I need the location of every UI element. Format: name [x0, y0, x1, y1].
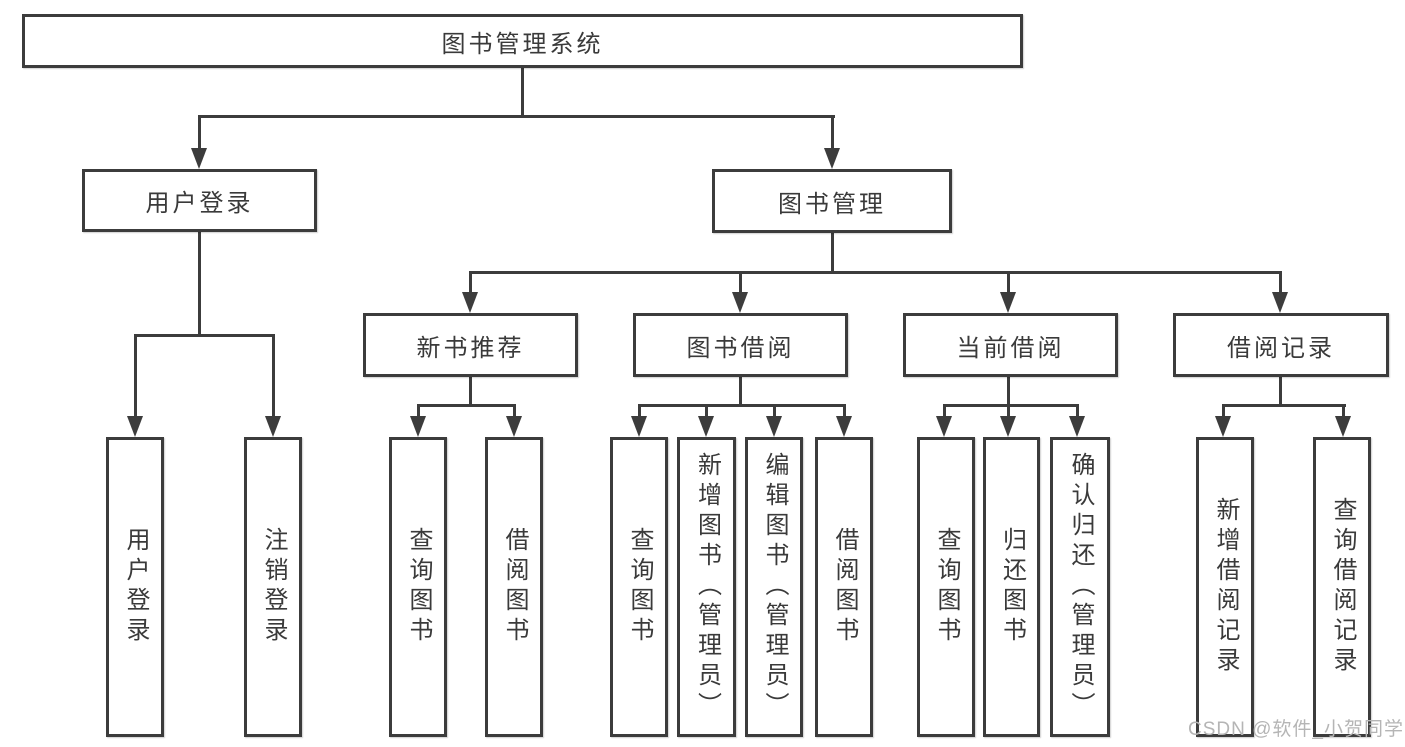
node-label: 新增图书（管理员）	[693, 452, 721, 722]
node-leaf-query-books-borrow: 查询图书	[610, 437, 668, 737]
node-new-book-recommend: 新书推荐	[363, 313, 578, 377]
node-leaf-confirm-return-admin: 确认归还（管理员）	[1050, 437, 1110, 737]
arrowhead-down-icon	[127, 416, 143, 437]
connector-line	[1007, 271, 1010, 294]
node-label: 查询图书	[933, 527, 960, 647]
node-leaf-return-book: 归还图书	[983, 437, 1040, 737]
node-label: 查询图书	[405, 527, 432, 647]
connector-line	[272, 334, 275, 418]
connector-line	[469, 271, 472, 294]
connector-line	[469, 376, 472, 406]
arrowhead-down-icon	[936, 416, 952, 437]
node-label: 注销登录	[260, 527, 287, 647]
connector-line	[705, 404, 708, 417]
connector-line	[198, 230, 201, 337]
node-label: 查询图书	[626, 527, 653, 647]
node-label: 图书借阅	[686, 334, 795, 362]
connector-line	[134, 334, 275, 337]
node-user-login: 用户登录	[82, 169, 317, 232]
arrowhead-down-icon	[1069, 416, 1085, 437]
node-leaf-add-book-admin: 新增图书（管理员）	[677, 437, 736, 737]
node-label: 用户登录	[145, 190, 254, 217]
node-library-system: 图书管理系统	[22, 14, 1023, 68]
node-leaf-edit-book-admin: 编辑图书（管理员）	[745, 437, 803, 737]
node-label: 确认归还（管理员）	[1067, 452, 1094, 722]
arrowhead-down-icon	[506, 416, 522, 437]
connector-line	[638, 404, 846, 407]
arrowhead-down-icon	[1000, 416, 1016, 437]
node-book-borrow: 图书借阅	[633, 313, 848, 377]
node-leaf-borrow-books-recommend: 借阅图书	[485, 437, 543, 737]
node-leaf-add-borrow-record: 新增借阅记录	[1196, 437, 1254, 737]
connector-line	[1222, 404, 1225, 417]
node-leaf-user-login: 用户登录	[106, 437, 164, 737]
connector-line	[638, 404, 641, 417]
connector-line	[1342, 404, 1345, 417]
arrowhead-down-icon	[410, 416, 426, 437]
arrowhead-down-icon	[191, 148, 207, 169]
connector-line	[198, 115, 835, 118]
node-label: 借阅图书	[831, 527, 858, 647]
connector-line	[417, 404, 516, 407]
connector-line	[1279, 376, 1282, 406]
arrowhead-down-icon	[462, 292, 478, 313]
connector-line	[469, 271, 1282, 274]
connector-line	[198, 115, 201, 150]
node-leaf-query-books-recommend: 查询图书	[389, 437, 447, 737]
node-label: 图书管理系统	[441, 30, 604, 58]
connector-line	[831, 233, 834, 274]
connector-line	[943, 404, 946, 417]
node-label: 借阅记录	[1227, 334, 1335, 362]
node-leaf-borrow-books: 借阅图书	[815, 437, 873, 737]
arrowhead-down-icon	[824, 148, 840, 169]
connector-line	[739, 376, 742, 406]
node-label: 当前借阅	[956, 334, 1065, 362]
connector-line	[134, 334, 137, 418]
connector-line	[739, 271, 742, 294]
connector-line	[513, 404, 516, 417]
arrowhead-down-icon	[1335, 416, 1351, 437]
arrowhead-down-icon	[1272, 292, 1288, 313]
node-leaf-query-books-current: 查询图书	[917, 437, 975, 737]
node-label: 新书推荐	[416, 334, 525, 362]
node-leaf-query-borrow-record: 查询借阅记录	[1313, 437, 1371, 737]
node-label: 编辑图书（管理员）	[761, 452, 788, 722]
connector-line	[417, 404, 420, 417]
connector-line	[831, 115, 834, 150]
connector-line	[1076, 404, 1079, 417]
connector-line	[1007, 376, 1010, 406]
node-book-management: 图书管理	[712, 169, 952, 233]
connector-line	[843, 404, 846, 417]
arrowhead-down-icon	[1215, 416, 1231, 437]
node-current-borrow: 当前借阅	[903, 313, 1118, 377]
arrowhead-down-icon	[766, 416, 782, 437]
arrowhead-down-icon	[732, 292, 748, 313]
connector-line	[1222, 404, 1346, 407]
node-label: 新增借阅记录	[1212, 497, 1239, 677]
node-leaf-logout: 注销登录	[244, 437, 302, 737]
connector-line	[1279, 271, 1282, 294]
node-label: 借阅图书	[501, 527, 528, 647]
watermark-text: CSDN @软件_小贺同学	[1188, 719, 1404, 740]
connector-line	[773, 404, 776, 417]
arrowhead-down-icon	[836, 416, 852, 437]
node-label: 用户登录	[122, 527, 149, 647]
arrowhead-down-icon	[1000, 292, 1016, 313]
node-label: 查询借阅记录	[1329, 497, 1356, 677]
node-borrow-records: 借阅记录	[1173, 313, 1389, 377]
connector-line	[521, 67, 524, 117]
node-label: 归还图书	[998, 527, 1026, 647]
arrowhead-down-icon	[265, 416, 281, 437]
arrowhead-down-icon	[698, 416, 714, 437]
connector-line	[943, 404, 1079, 407]
arrowhead-down-icon	[631, 416, 647, 437]
node-label: 图书管理	[778, 190, 886, 218]
connector-line	[1007, 404, 1010, 417]
